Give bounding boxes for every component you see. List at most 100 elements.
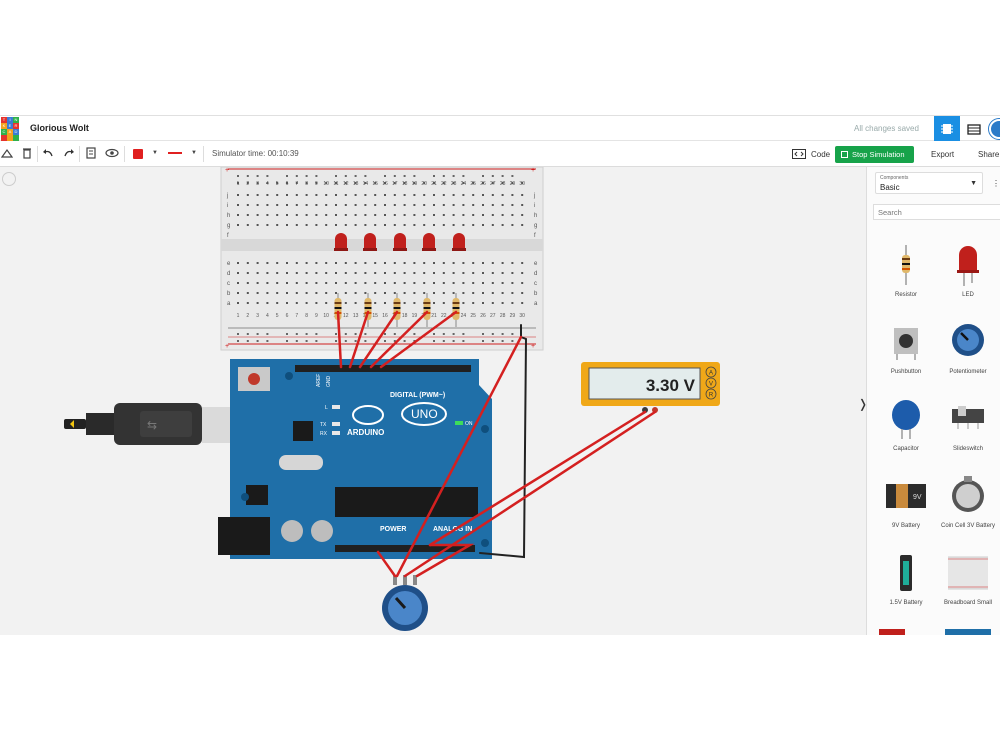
component-search-input[interactable]: Search <box>873 204 1000 220</box>
led <box>422 233 436 251</box>
logo-block <box>7 135 13 141</box>
logo-letter: K <box>1 123 7 129</box>
wire-color-swatch[interactable] <box>133 149 143 159</box>
component-capacitor[interactable]: Capacitor <box>875 397 937 467</box>
breadboard-row-label: d <box>534 271 537 277</box>
export-button[interactable]: Export <box>931 150 955 159</box>
zoom-to-fit-icon[interactable] <box>2 172 16 186</box>
breadboard-column-label: 2 <box>246 181 249 187</box>
components-dropdown[interactable]: Components Basic ▼ <box>875 172 983 194</box>
breadboard-column-label: 26 <box>480 313 486 319</box>
rotate-icon[interactable] <box>0 146 14 160</box>
breadboard[interactable]: + + + + 11223344556677889910101111121213… <box>220 167 544 351</box>
breadboard-row-label: j <box>533 193 535 199</box>
breadboard-row-label: a <box>534 301 538 307</box>
logo-letter: R <box>13 123 19 129</box>
breadboard-column-label: 28 <box>500 181 506 187</box>
breadboard-row-label: g <box>534 223 537 229</box>
stop-icon <box>841 151 848 158</box>
breadboard-column-label: 23 <box>451 181 457 187</box>
resistor-icon <box>902 245 910 285</box>
chevron-down-icon[interactable]: ▼ <box>191 150 197 156</box>
panel-menu-icon[interactable]: ⋮⋮ <box>992 179 1000 188</box>
component-partial-next[interactable] <box>945 629 991 635</box>
breadboard-column-label: 18 <box>402 313 408 319</box>
toolbar-divider <box>79 146 80 162</box>
breadboard-column-label: 1 <box>237 181 240 187</box>
notes-icon[interactable] <box>84 146 98 160</box>
component-name: 1.5V Battery <box>889 600 923 606</box>
component-name: LED <box>962 292 974 298</box>
breadboard-column-label: 15 <box>372 181 378 187</box>
component-coin-cell[interactable]: Coin Cell 3V Battery <box>937 474 999 544</box>
toolbar-divider <box>37 146 38 162</box>
breadboard-column-label: 25 <box>470 181 476 187</box>
multimeter-mode-label: V <box>709 382 713 388</box>
circuit-canvas[interactable]: + + + + 11223344556677889910101111121213… <box>0 167 866 635</box>
tinkercad-logo[interactable]: T I N K E R C A D <box>1 117 19 141</box>
breadboard-row-label: b <box>227 291 231 297</box>
stop-simulation-button[interactable]: Stop Simulation <box>835 146 914 163</box>
component-led[interactable]: LED <box>937 243 999 313</box>
component-breadboard-small[interactable]: Breadboard Small <box>937 551 999 621</box>
share-button[interactable]: Share <box>978 150 1000 159</box>
undo-icon[interactable] <box>41 146 55 160</box>
wire-style-icon[interactable] <box>166 146 186 160</box>
analog-header-label: ANALOG IN <box>433 526 472 533</box>
breadboard-column-label: 17 <box>392 181 398 187</box>
breadboard-row-label: a <box>227 301 231 307</box>
components-label: Components <box>880 175 909 181</box>
save-status: All changes saved <box>854 124 919 133</box>
led <box>334 233 348 251</box>
toolbar-divider <box>124 146 125 162</box>
breadboard-column-label: 9 <box>315 313 318 319</box>
led <box>452 233 466 251</box>
eye-icon[interactable] <box>105 146 119 160</box>
component-9v-battery[interactable]: 9V 9V Battery <box>875 474 937 544</box>
delete-icon[interactable] <box>20 146 34 160</box>
component-partial-next[interactable] <box>879 629 905 635</box>
breadboard-row-label: d <box>227 271 230 277</box>
code-button[interactable]: Code <box>792 146 830 162</box>
svg-text:+: + <box>531 343 535 350</box>
breadboard-column-label: 25 <box>470 313 476 319</box>
breadboard-column-label: 6 <box>286 181 289 187</box>
arduino-brand-label: ARDUINO <box>347 428 384 437</box>
breadboard-column-label: 27 <box>490 313 496 319</box>
multimeter-reading: 3.30 V <box>646 376 696 395</box>
circuit-drawing: + + + + 11223344556677889910101111121213… <box>64 167 720 631</box>
project-title[interactable]: Glorious Wolt <box>30 123 89 133</box>
chevron-right-icon[interactable]: ❭ <box>858 397 869 411</box>
breadboard-column-label: 30 <box>519 181 525 187</box>
breadboard-row-label: e <box>227 261 231 267</box>
component-potentiometer[interactable]: Potentiometer <box>937 320 999 390</box>
logo-letter: A <box>7 129 13 135</box>
breadboard-column-label: 8 <box>305 181 308 187</box>
logo-letter: I <box>7 117 13 123</box>
breadboard-column-labels: 1122334455667788991010111112121313141415… <box>237 181 526 319</box>
breadboard-column-label: 14 <box>363 181 369 187</box>
potentiometer[interactable] <box>382 575 428 631</box>
circuit-view-button[interactable] <box>934 116 960 142</box>
breadboard-column-label: 26 <box>480 181 486 187</box>
breadboard-column-label: 21 <box>431 181 437 187</box>
breadboard-column-label: 3 <box>256 181 259 187</box>
breadboard-column-label: 19 <box>412 181 418 187</box>
breadboard-column-label: 27 <box>490 181 496 187</box>
svg-text:⇆: ⇆ <box>147 418 157 432</box>
component-slideswitch[interactable]: Slideswitch <box>937 397 999 467</box>
chevron-down-icon[interactable]: ▼ <box>152 150 158 156</box>
component-pushbutton[interactable]: Pushbutton <box>875 320 937 390</box>
breadboard-icon <box>948 556 988 590</box>
wires[interactable] <box>336 310 657 578</box>
component-1-5v-battery[interactable]: 1.5V Battery <box>875 551 937 621</box>
components-category: Basic <box>880 183 900 192</box>
redo-icon[interactable] <box>62 146 76 160</box>
component-list-button[interactable] <box>962 116 988 142</box>
code-label: Code <box>811 149 831 159</box>
breadboard-column-label: 4 <box>266 313 269 319</box>
user-avatar[interactable] <box>989 119 1000 139</box>
component-resistor[interactable]: Resistor <box>875 243 937 313</box>
